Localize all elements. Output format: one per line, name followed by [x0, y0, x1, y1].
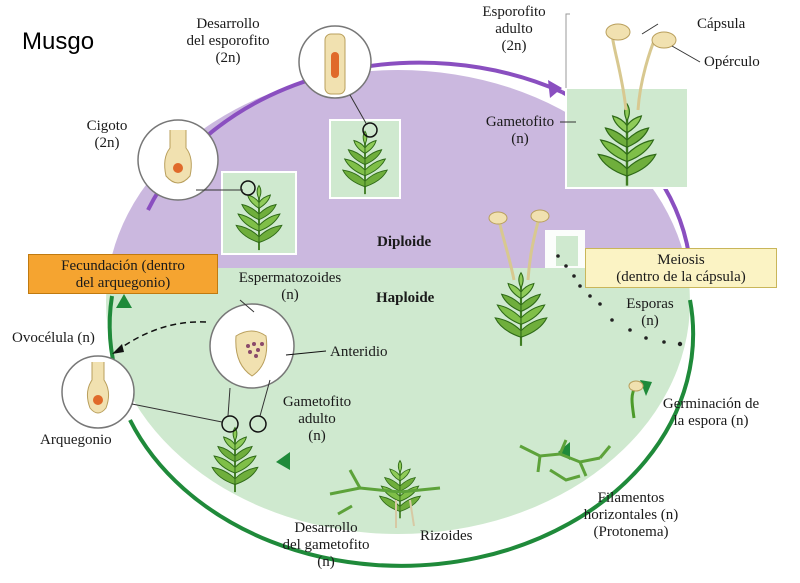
espermatozoides-ploidy: (n) — [281, 287, 299, 303]
esporofito-adulto-panel — [565, 23, 689, 189]
gametofito-adulto-line1: Gametofito — [282, 394, 352, 410]
esporofito-adulto-line2: adulto — [495, 21, 533, 37]
operculo-label: Opérculo — [704, 54, 760, 70]
espermatozoides-label: Espermatozoides (n) — [222, 270, 358, 304]
meiosis-line1: Meiosis — [657, 252, 705, 268]
diagram-title: Musgo — [22, 28, 95, 55]
filamentos-line3: (Protonema) — [593, 524, 669, 540]
gametofito-adulto-panel — [61, 299, 327, 494]
filamentos-label: Filamentos horizontales (n) (Protonema) — [564, 490, 698, 541]
espermatozoides-text: Espermatozoides — [238, 270, 342, 286]
esporas-label: Esporas (n) — [612, 296, 688, 330]
desarrollo-gametofito-graphic — [329, 459, 441, 528]
leader-lines — [560, 23, 701, 123]
esporofito-adulto-ploidy: (2n) — [501, 38, 527, 54]
esporofito-adulto-label: Esporofito adulto (2n) — [464, 4, 564, 55]
gametofito-adulto-line2: adulto — [298, 411, 336, 427]
rizoides-label: Rizoides — [420, 528, 473, 544]
filamentos-line2: horizontales (n) — [583, 507, 679, 523]
esporas-ploidy: (n) — [641, 313, 659, 329]
cigoto-label: Cigoto (2n) — [78, 118, 136, 152]
gametofito-ploidy: (n) — [511, 131, 529, 147]
desarrollo-esporofito-line1: Desarrollo — [196, 16, 260, 32]
meiosis-line2: (dentro de la cápsula) — [616, 269, 746, 285]
fecundacion-line1: Fecundación (dentro — [61, 258, 185, 274]
germinacion-line2: la espora (n) — [673, 413, 749, 429]
germinacion-label: Germinación de la espora (n) — [650, 396, 772, 430]
arquegonio-label: Arquegonio — [40, 432, 112, 448]
desarrollo-esporofito-line2: del esporofito — [186, 33, 270, 49]
germinacion-line1: Germinación de — [662, 396, 760, 412]
esporofito-adulto-line1: Esporofito — [482, 4, 546, 20]
fecundacion-line2: del arquegonio) — [75, 275, 171, 291]
meiosis-box: Meiosis (dentro de la cápsula) — [585, 248, 777, 288]
anteridio-label: Anteridio — [330, 344, 388, 360]
gametofito-text: Gametofito — [485, 114, 555, 130]
germinacion-graphic — [628, 380, 644, 419]
esporas-text: Esporas — [626, 296, 674, 312]
ovocelula-label: Ovocélula (n) — [12, 330, 95, 346]
haploid-phase-label: Haploide — [376, 290, 435, 306]
diploid-phase-label: Diploide — [377, 234, 432, 250]
gametofito-label: Gametofito (n) — [478, 114, 562, 148]
fecundacion-box: Fecundación (dentro del arquegonio) — [28, 254, 218, 294]
desarrollo-gametofito-label: Desarrollo del gametofito (n) — [268, 520, 384, 571]
desarrollo-esporofito-ploidy: (2n) — [215, 50, 241, 66]
protonema-graphic — [519, 439, 612, 482]
desarrollo-gametofito-line2: del gametofito — [282, 537, 370, 553]
meiosis-sporophytes — [488, 209, 683, 347]
cigoto-panel — [137, 119, 297, 255]
cigoto-ploidy: (2n) — [94, 135, 120, 151]
gametofito-adulto-ploidy: (n) — [308, 428, 326, 444]
desarrollo-esporofito-label: Desarrollo del esporofito (2n) — [168, 16, 288, 67]
desarrollo-gametofito-line1: Desarrollo — [294, 520, 358, 536]
capsula-label: Cápsula — [697, 16, 746, 32]
filamentos-line1: Filamentos — [597, 490, 665, 506]
cigoto-text: Cigoto — [86, 118, 128, 134]
gametofito-adulto-label: Gametofito adulto (n) — [272, 394, 362, 445]
desarrollo-gametofito-ploidy: (n) — [317, 554, 335, 570]
desarrollo-esporofito-panel — [298, 25, 401, 199]
